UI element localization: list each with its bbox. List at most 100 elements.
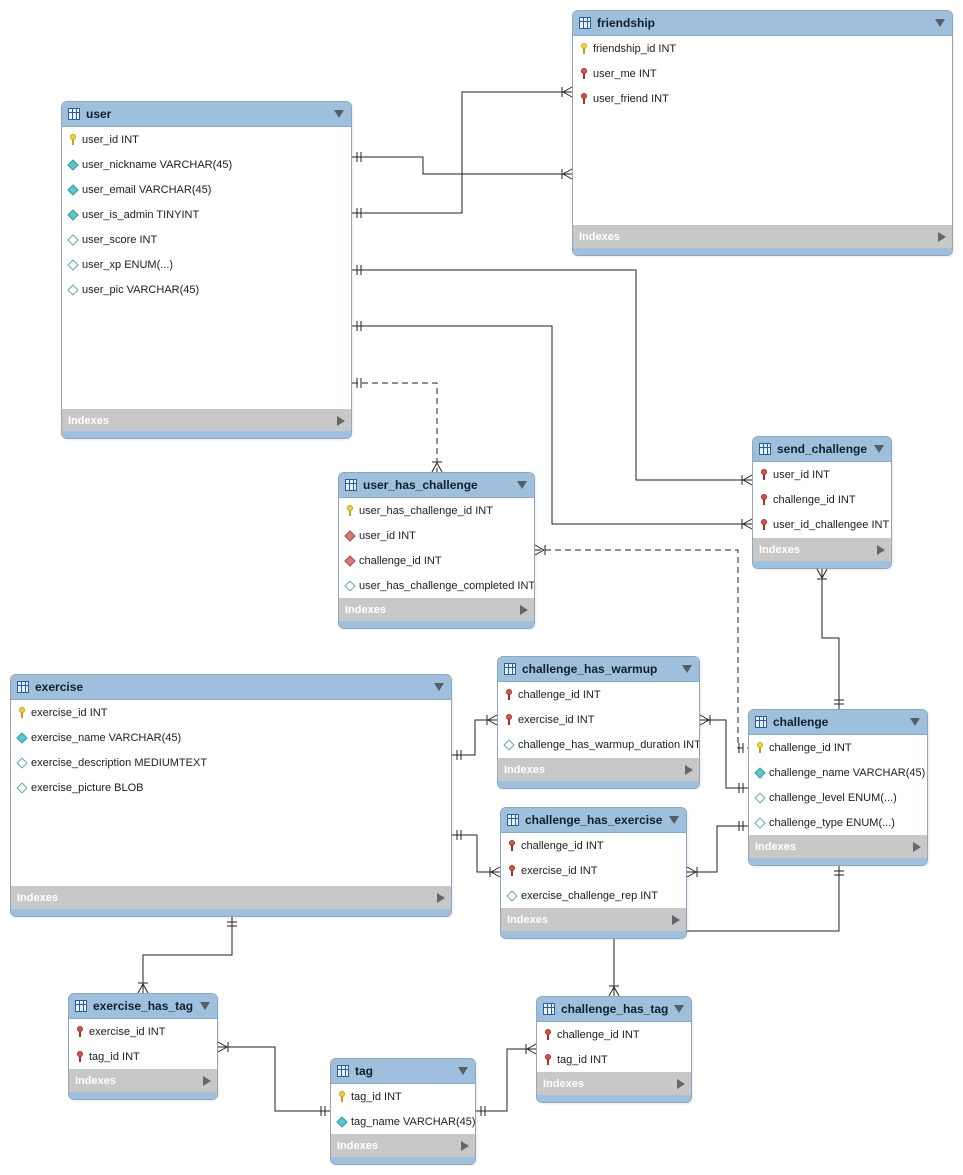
expand-arrow-icon[interactable] bbox=[672, 914, 680, 925]
relationship-line[interactable] bbox=[352, 156, 572, 175]
column-row[interactable]: user_me INT bbox=[573, 61, 952, 86]
expand-arrow-icon[interactable] bbox=[520, 604, 528, 615]
table-header[interactable]: user bbox=[62, 102, 351, 127]
expand-arrow-icon[interactable] bbox=[437, 892, 445, 903]
column-row[interactable]: exercise_id INT bbox=[501, 858, 686, 883]
expand-arrow-icon[interactable] bbox=[337, 415, 345, 426]
indexes-section[interactable]: Indexes bbox=[69, 1069, 217, 1092]
indexes-section[interactable]: Indexes bbox=[501, 908, 686, 931]
column-row[interactable]: user_email VARCHAR(45) bbox=[62, 177, 351, 202]
dropdown-arrow-icon[interactable] bbox=[517, 481, 527, 489]
column-row[interactable]: challenge_id INT bbox=[339, 548, 534, 573]
column-row[interactable]: exercise_id INT bbox=[11, 700, 451, 725]
indexes-section[interactable]: Indexes bbox=[62, 409, 351, 432]
relationship-line[interactable] bbox=[687, 825, 748, 873]
column-row[interactable]: user_pic VARCHAR(45) bbox=[62, 277, 351, 302]
column-row[interactable]: tag_id INT bbox=[331, 1084, 475, 1109]
relationship-line[interactable] bbox=[613, 866, 840, 996]
relationship-line[interactable] bbox=[352, 269, 752, 481]
table-header[interactable]: exercise bbox=[11, 675, 451, 700]
table-header[interactable]: tag bbox=[331, 1059, 475, 1084]
indexes-section[interactable]: Indexes bbox=[498, 758, 699, 781]
relationship-line[interactable] bbox=[218, 1046, 330, 1112]
relationship-line[interactable] bbox=[700, 719, 748, 789]
column-row[interactable]: challenge_type ENUM(...) bbox=[749, 810, 927, 835]
column-row[interactable]: exercise_name VARCHAR(45) bbox=[11, 725, 451, 750]
indexes-section[interactable]: Indexes bbox=[339, 598, 534, 621]
column-row[interactable]: exercise_challenge_rep INT bbox=[501, 883, 686, 908]
expand-arrow-icon[interactable] bbox=[685, 764, 693, 775]
expand-arrow-icon[interactable] bbox=[677, 1078, 685, 1089]
column-row[interactable]: challenge_id INT bbox=[501, 833, 686, 858]
column-row[interactable]: challenge_name VARCHAR(45) bbox=[749, 760, 927, 785]
expand-arrow-icon[interactable] bbox=[461, 1140, 469, 1151]
column-row[interactable]: challenge_id INT bbox=[537, 1022, 691, 1047]
column-row[interactable]: challenge_id INT bbox=[498, 682, 699, 707]
column-row[interactable]: user_has_challenge_id INT bbox=[339, 498, 534, 523]
relationship-line[interactable] bbox=[142, 917, 233, 993]
indexes-section[interactable]: Indexes bbox=[749, 835, 927, 858]
table-header[interactable]: challenge_has_exercise bbox=[501, 808, 686, 833]
column-row[interactable]: friendship_id INT bbox=[573, 36, 952, 61]
relationship-line[interactable] bbox=[352, 91, 572, 214]
column-row[interactable]: tag_name VARCHAR(45) bbox=[331, 1109, 475, 1134]
relationship-line[interactable] bbox=[452, 719, 497, 756]
column-row[interactable]: user_id_challengee INT bbox=[753, 512, 891, 537]
indexes-section[interactable]: Indexes bbox=[573, 225, 952, 248]
column-row[interactable]: user_is_admin TINYINT bbox=[62, 202, 351, 227]
dropdown-arrow-icon[interactable] bbox=[874, 445, 884, 453]
indexes-section[interactable]: Indexes bbox=[753, 538, 891, 561]
relationship-line[interactable] bbox=[476, 1048, 536, 1112]
table-header[interactable]: exercise_has_tag bbox=[69, 994, 217, 1019]
column-row[interactable]: challenge_level ENUM(...) bbox=[749, 785, 927, 810]
column-row[interactable]: user_has_challenge_completed INT bbox=[339, 573, 534, 598]
relationship-line[interactable] bbox=[452, 834, 500, 873]
table-header[interactable]: challenge bbox=[749, 710, 927, 735]
dropdown-arrow-icon[interactable] bbox=[458, 1067, 468, 1075]
expand-arrow-icon[interactable] bbox=[877, 544, 885, 555]
expand-arrow-icon[interactable] bbox=[203, 1075, 211, 1086]
dropdown-arrow-icon[interactable] bbox=[674, 1005, 684, 1013]
relationship-line[interactable] bbox=[352, 325, 752, 525]
column-row[interactable]: challenge_id INT bbox=[753, 487, 891, 512]
table-header[interactable]: user_has_challenge bbox=[339, 473, 534, 498]
relationship-line[interactable] bbox=[352, 382, 438, 472]
indexes-section[interactable]: Indexes bbox=[537, 1072, 691, 1095]
column-row[interactable]: exercise_picture BLOB bbox=[11, 775, 451, 800]
dropdown-arrow-icon[interactable] bbox=[910, 718, 920, 726]
column-row[interactable]: user_id INT bbox=[62, 127, 351, 152]
column-row[interactable]: exercise_description MEDIUMTEXT bbox=[11, 750, 451, 775]
column-row[interactable]: user_nickname VARCHAR(45) bbox=[62, 152, 351, 177]
column-row[interactable]: challenge_id INT bbox=[749, 735, 927, 760]
dropdown-arrow-icon[interactable] bbox=[669, 816, 679, 824]
column-row[interactable]: user_friend INT bbox=[573, 86, 952, 111]
column-row[interactable]: tag_id INT bbox=[537, 1047, 691, 1072]
column-row[interactable]: challenge_has_warmup_duration INT bbox=[498, 732, 699, 757]
column-row[interactable]: user_score INT bbox=[62, 227, 351, 252]
expand-arrow-icon[interactable] bbox=[938, 231, 946, 242]
column-row[interactable]: user_xp ENUM(...) bbox=[62, 252, 351, 277]
dropdown-arrow-icon[interactable] bbox=[935, 19, 945, 27]
column-row[interactable]: exercise_id INT bbox=[69, 1019, 217, 1044]
table-header[interactable]: send_challenge bbox=[753, 437, 891, 462]
expand-arrow-icon[interactable] bbox=[913, 841, 921, 852]
relationship-line[interactable] bbox=[821, 569, 840, 709]
dropdown-arrow-icon[interactable] bbox=[200, 1002, 210, 1010]
column-row[interactable]: exercise_id INT bbox=[498, 707, 699, 732]
column-row[interactable]: tag_id INT bbox=[69, 1044, 217, 1069]
table-header[interactable]: friendship bbox=[573, 11, 952, 36]
column-row[interactable]: user_id INT bbox=[339, 523, 534, 548]
indexes-section[interactable]: Indexes bbox=[331, 1134, 475, 1157]
column-row[interactable]: user_id INT bbox=[753, 462, 891, 487]
dropdown-arrow-icon[interactable] bbox=[682, 665, 692, 673]
dropdown-arrow-icon[interactable] bbox=[334, 110, 344, 118]
